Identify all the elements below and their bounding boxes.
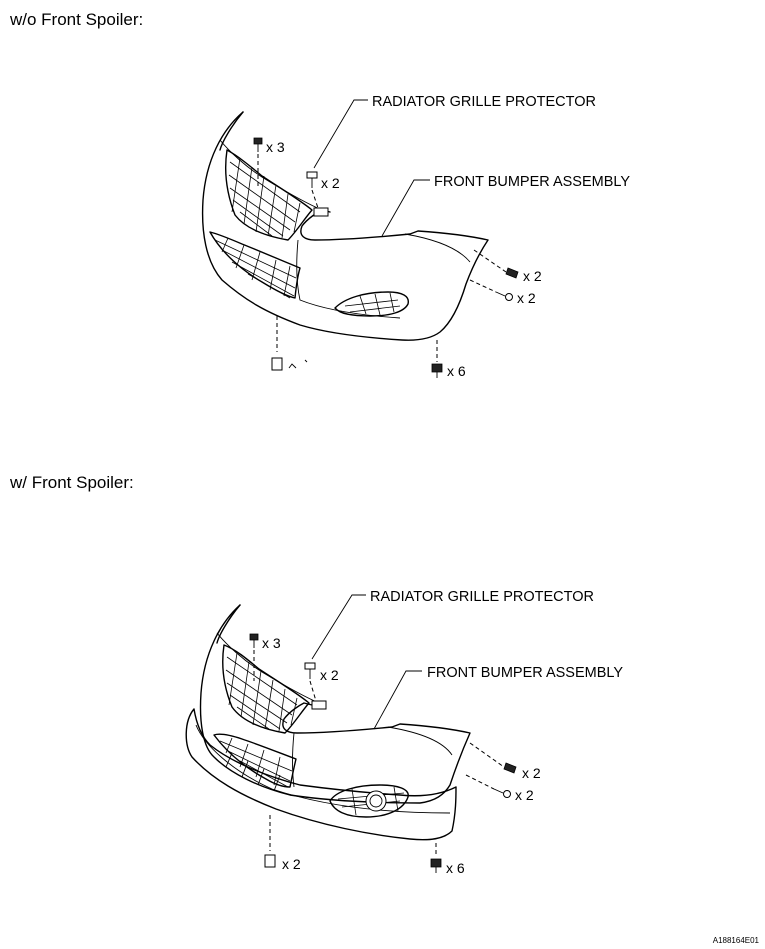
clip-icon-top-center (304, 662, 316, 679)
upper-grille-surround (222, 644, 310, 734)
obscured-qty-mark (288, 359, 308, 369)
bumper-top-edge (219, 139, 323, 211)
grille-protector-tab (311, 700, 327, 710)
fog-lamp-housing (329, 784, 409, 818)
bumper-diagram-with-spoiler: x 3 x 2 RADIATOR GRILLE PROTECTOR FRONT … (0, 495, 765, 915)
bolt-icon-top-left (253, 137, 263, 152)
label-front-bumper-assembly: FRONT BUMPER ASSEMBLY (427, 665, 623, 681)
label-radiator-grille-protector: RADIATOR GRILLE PROTECTOR (370, 589, 594, 605)
upper-grille-mesh (225, 652, 298, 732)
leader-grille-protector (313, 99, 368, 169)
bumper-side-crease (292, 732, 295, 788)
bumper-diagram-without-spoiler: x 3 x 2 RADIATOR GRILLE PROTECTOR FRONT … (0, 0, 765, 420)
lower-grille-opening (209, 231, 301, 299)
front-spoiler-lip (185, 708, 457, 841)
fog-lamp-recess (334, 291, 409, 317)
qty-bottom-clip: x 6 (447, 363, 466, 379)
bumper-illustration: x 3 x 2 RADIATOR GRILLE PROTECTOR FRONT … (185, 589, 623, 876)
qty-top-center-clip: x 2 (321, 175, 340, 191)
upper-grille-surround (225, 149, 313, 241)
qty-top-left-bolt: x 3 (262, 635, 281, 651)
bolt-icon-top-left (249, 633, 259, 648)
figure-code: A188164E01 (712, 936, 759, 945)
section-heading-with-spoiler: w/ Front Spoiler: (10, 473, 134, 492)
bumper-body-outline (199, 604, 471, 804)
leader-front-bumper (373, 670, 422, 730)
bumper-illustration: x 3 x 2 RADIATOR GRILLE PROTECTOR FRONT … (201, 94, 630, 379)
qty-top-left-bolt: x 3 (266, 139, 285, 155)
qty-side-screw-upper: x 2 (522, 765, 541, 781)
screw-icon-side-upper (503, 762, 517, 774)
upper-grille-mesh (228, 157, 301, 239)
clip-icon-bottom (430, 858, 442, 873)
qty-top-center-clip: x 2 (320, 667, 339, 683)
qty-side-screw-lower: x 2 (517, 290, 536, 306)
fog-lamp (365, 790, 387, 812)
bolt-icon-bottom-left (264, 854, 276, 868)
bolt-icon-bottom-left (271, 357, 283, 371)
label-radiator-grille-protector: RADIATOR GRILLE PROTECTOR (372, 94, 596, 110)
fender-lip (219, 111, 244, 151)
lower-grille-mesh (219, 737, 293, 788)
spoiler-vents (225, 752, 281, 792)
bumper-top-edge (216, 632, 320, 704)
qty-side-screw-upper: x 2 (523, 268, 542, 284)
label-front-bumper-assembly: FRONT BUMPER ASSEMBLY (434, 174, 630, 190)
leader-grille-protector (311, 594, 366, 660)
screw-icon-side-lower (495, 291, 513, 301)
lower-grille-mesh (214, 237, 297, 299)
bumper-body-outline (201, 111, 489, 341)
clip-icon-top-center (306, 171, 318, 188)
qty-bottom-clip: x 6 (446, 860, 465, 876)
screw-icon-side-upper (505, 267, 519, 279)
bumper-side-crease (296, 239, 401, 319)
screw-icon-side-lower (493, 788, 511, 798)
grille-protector-tab (313, 207, 329, 217)
qty-bottom-left-bolt: x 2 (282, 856, 301, 872)
qty-side-screw-lower: x 2 (515, 787, 534, 803)
lower-grille-opening (213, 733, 297, 788)
clip-icon-bottom (431, 363, 443, 378)
leader-front-bumper (381, 179, 430, 237)
fender-lip (216, 604, 241, 644)
section-heading-without-spoiler: w/o Front Spoiler: (10, 10, 144, 29)
